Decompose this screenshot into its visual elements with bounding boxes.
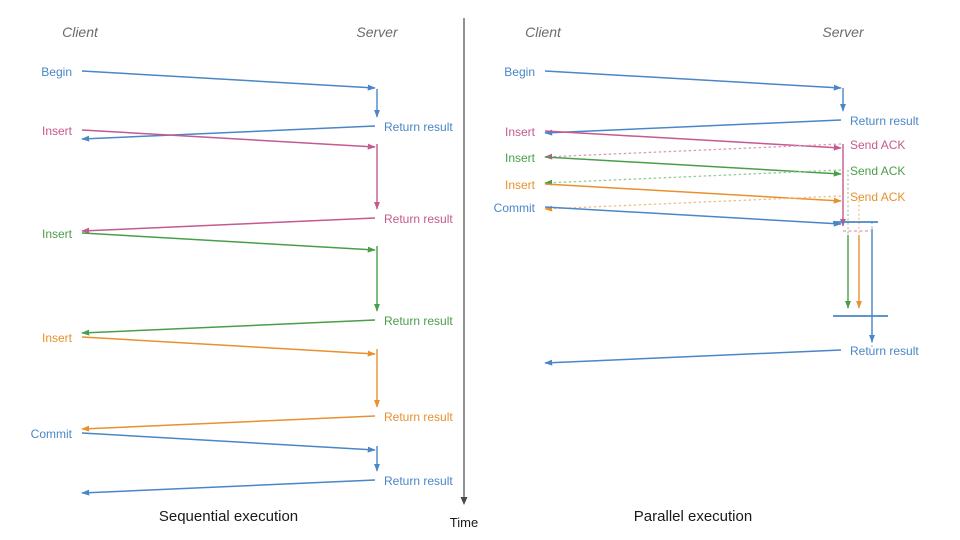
time-axis-arrowhead [460,497,468,505]
message-arrow-commit-return [544,349,842,366]
message-arrow-begin [544,70,842,91]
message-label-insert-3: Insert [505,178,536,192]
message-label-commit: Commit [494,201,536,215]
lane-header-client: Client [525,24,562,40]
message-arrow-ack-1 [544,143,842,160]
panel-caption-sequential: Sequential execution [159,508,298,525]
message-label-insert-1: Insert [505,125,536,139]
message-arrow-insert-2 [544,156,842,177]
message-label-commit: Commit [31,427,73,441]
message-arrow-begin-return [81,125,376,142]
message-arrow-commit-return [81,479,376,496]
message-arrow-insert-3-return [81,415,376,432]
message-arrow-insert-3 [81,336,376,357]
message-label-begin: Begin [41,65,72,79]
message-label-insert-2: Insert [42,227,73,241]
message-arrow-insert-1-return [81,217,376,234]
lane-header-server: Server [356,24,399,40]
message-label-ack-1: Send ACK [850,138,905,152]
message-arrow-commit [544,206,842,227]
message-arrow-ack-2 [544,169,842,186]
time-axis: Time [450,18,478,530]
message-arrow-commit [81,432,376,453]
lane-header-server: Server [822,24,865,40]
message-label-ack-3: Send ACK [850,190,905,204]
message-label-insert-2: Insert [505,151,536,165]
message-label-commit-return: Return result [850,344,919,358]
time-axis-caption: Time [450,515,478,530]
lane-header-client: Client [62,24,99,40]
message-arrow-insert-3 [544,183,842,204]
message-label-begin-return: Return result [384,120,453,134]
message-arrow-insert-1 [81,129,376,150]
message-label-insert-1-return: Return result [384,212,453,226]
message-arrow-insert-2-return [81,319,376,336]
message-arrow-insert-2 [81,232,376,253]
message-label-begin: Begin [504,65,535,79]
message-label-begin-return: Return result [850,114,919,128]
message-label-commit-return: Return result [384,474,453,488]
message-arrow-begin-return [544,119,842,136]
message-arrow-ack-3 [544,195,842,212]
message-arrow-begin [81,70,376,91]
message-label-ack-2: Send ACK [850,164,905,178]
message-arrow-insert-1 [544,130,842,151]
message-label-insert-2-return: Return result [384,314,453,328]
message-label-insert-3: Insert [42,331,73,345]
message-label-insert-1: Insert [42,124,73,138]
message-label-insert-3-return: Return result [384,410,453,424]
panel-caption-parallel: Parallel execution [634,508,752,525]
